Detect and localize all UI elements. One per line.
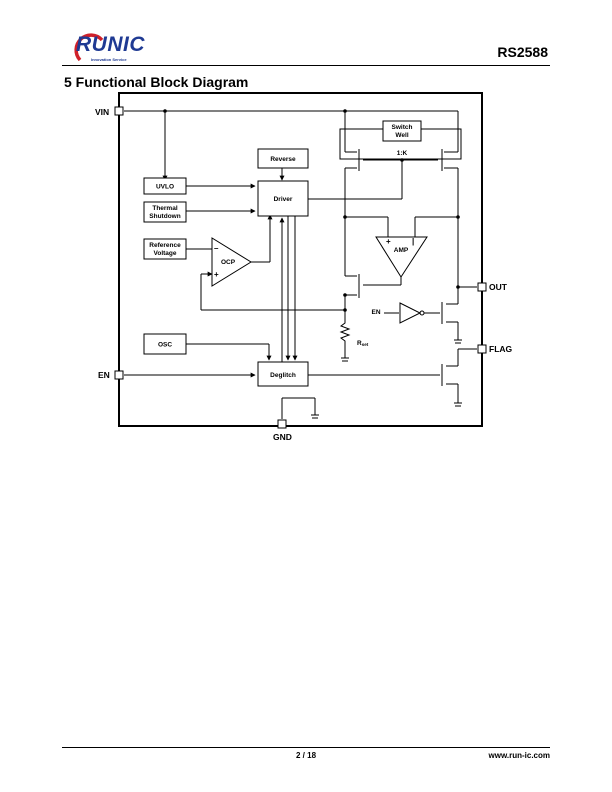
reverse-block [257,148,309,169]
pin-vin-square [114,106,124,116]
pin-flag-square [477,344,487,354]
reverse-label: Reverse [270,156,296,163]
uvlo-block [143,177,187,195]
thermal-shutdown-block [143,201,187,223]
logo-tagline: Innovation Service [91,57,127,62]
driver-block [257,180,309,217]
pin-en-label: EN [98,370,110,380]
pin-vin-label: VIN [95,107,109,117]
ratio-label: 1:K [397,150,408,157]
deglitch-block [257,361,309,387]
pin-gnd-square [277,419,287,429]
logo-text: RUNIC [76,33,145,56]
footer-divider [62,747,550,748]
pin-out-square [477,282,487,292]
amp-minus-sign: | [412,237,414,246]
rset-label: Rset [357,340,369,347]
thermal-label-2: Shutdown [149,213,180,220]
chip-boundary [118,92,483,427]
switch-well-label-2: Well [395,132,408,139]
pin-en-square [114,370,124,380]
ocp-label: OCP [221,259,236,266]
pin-flag-label: FLAG [489,344,513,354]
page-number: 2 / 18 [296,751,317,760]
en-internal-label: EN [371,309,380,316]
reference-voltage-block [143,238,187,260]
pin-gnd-label: GND [273,432,292,442]
ocp-minus-sign: – [214,244,219,253]
deglitch-label: Deglitch [270,372,296,379]
uvlo-label: UVLO [156,184,174,191]
switch-well-block [382,120,422,142]
section-title: 5 Functional Block Diagram [64,74,249,90]
ocp-plus-sign: + [214,270,219,279]
amp-label: AMP [394,247,409,254]
runic-logo-swoosh [74,33,104,62]
reference-label-1: Reference [149,242,181,249]
switch-well-label-1: Switch [392,124,413,131]
osc-label: OSC [158,342,172,349]
header-divider [62,65,550,66]
driver-label: Driver [274,196,293,203]
reference-label-2: Voltage [154,250,177,257]
thermal-label-1: Thermal [152,205,177,212]
website-link[interactable]: www.run-ic.com [488,751,551,760]
pin-out-label: OUT [489,282,508,292]
osc-block [143,333,187,355]
part-number: RS2588 [497,44,548,60]
amp-plus-sign: + [386,237,391,246]
